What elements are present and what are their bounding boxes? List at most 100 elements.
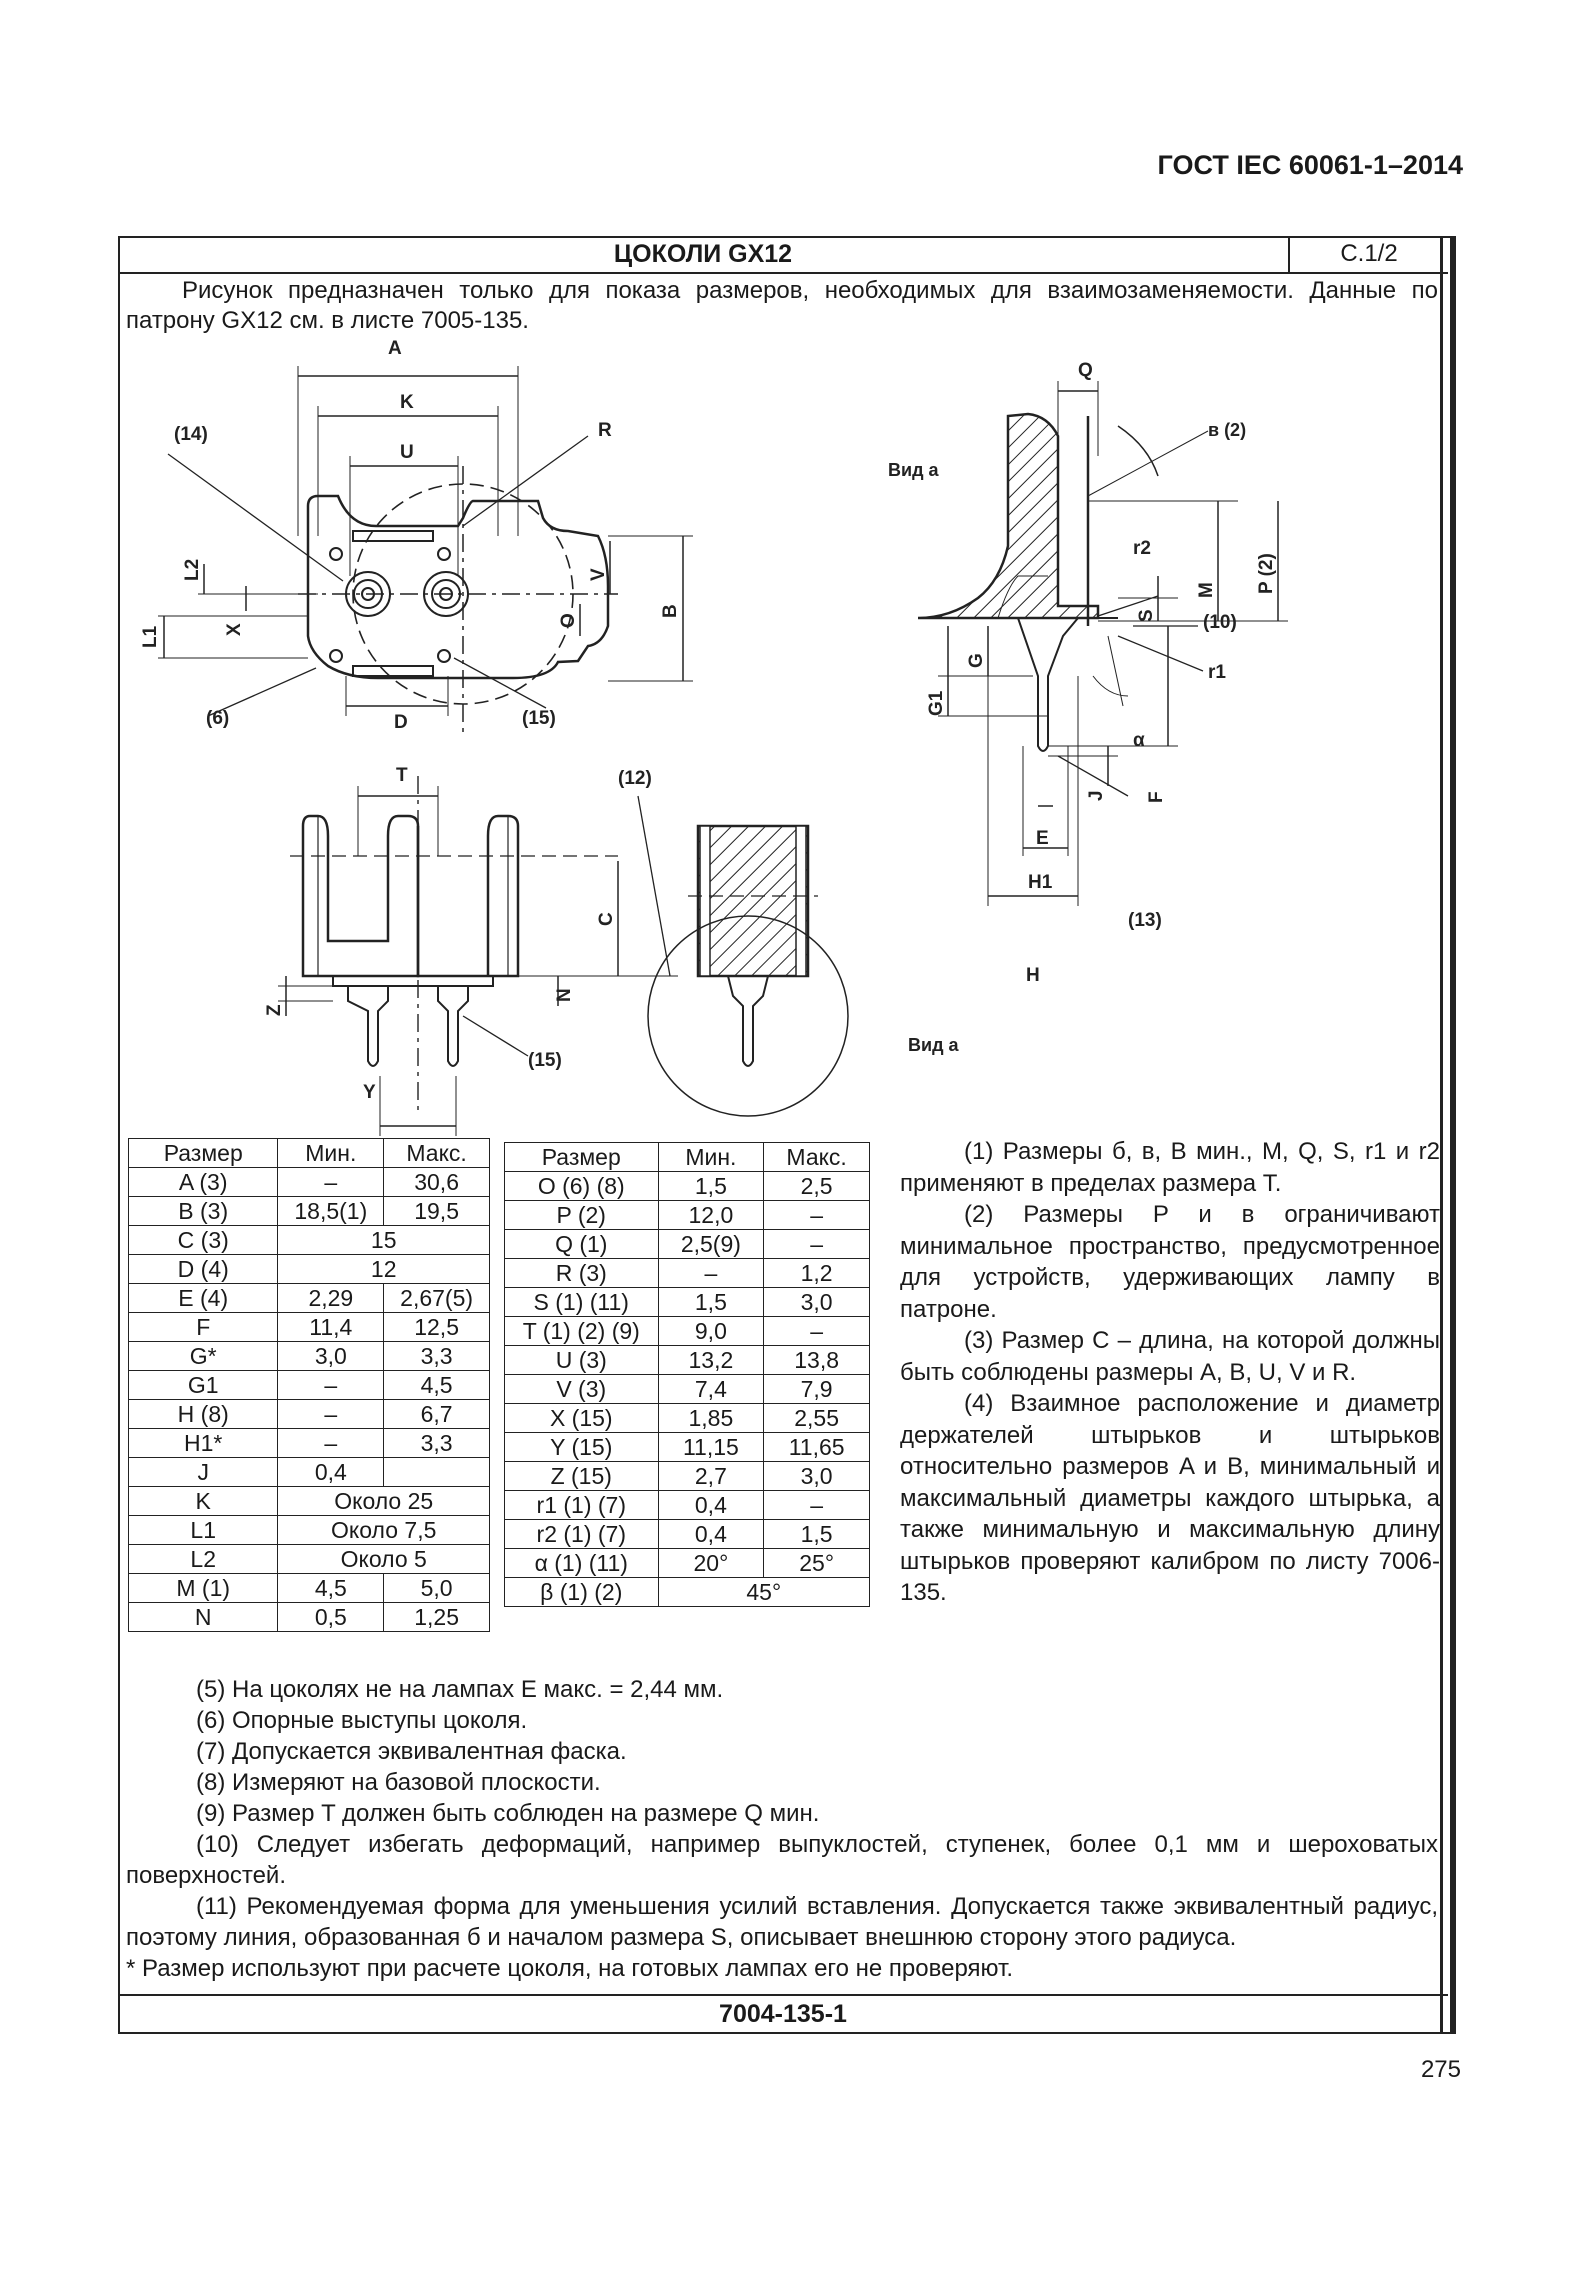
cell: r1 (1) (7) — [504, 1490, 659, 1520]
table-header-row: Размер Мин. Макс. — [127, 1138, 490, 1168]
cell: O (6) (8) — [504, 1171, 659, 1201]
dim-label: H — [1026, 965, 1040, 986]
cell: Y (15) — [504, 1432, 659, 1462]
dim-label: V — [588, 568, 609, 581]
col-header: Макс. — [763, 1142, 870, 1172]
cell: 0,4 — [277, 1457, 385, 1487]
cell: 3,0 — [763, 1461, 870, 1491]
cell: J — [127, 1457, 279, 1487]
technical-drawing: A K U R (14) L2 L1 X V O B (6) D (15) — [140, 338, 1288, 1136]
dim-label: C — [596, 912, 617, 926]
cell: 0,4 — [657, 1519, 765, 1549]
notes-right: (1) Размеры б, в, B мин., M, Q, S, r1 и … — [900, 1136, 1440, 1609]
cell: – — [763, 1316, 870, 1346]
cell: 4,5 — [277, 1573, 385, 1603]
sheet-title: ЦОКОЛИ GX12 — [613, 240, 793, 268]
cell: 2,55 — [763, 1403, 870, 1433]
note-paragraph: (2) Размеры P и в ограничивают минимальн… — [900, 1201, 1440, 1323]
cell: R (3) — [504, 1258, 659, 1288]
cell: 13,2 — [657, 1345, 765, 1375]
cell: E (4) — [127, 1283, 279, 1313]
cell: Около 25 — [277, 1486, 490, 1516]
standard-header: ГОСТ IEC 60061-1–2014 — [1157, 150, 1463, 180]
dimension-table-left: Размер Мин. Макс. A (3)–30,6 B (3)18,5(1… — [127, 1138, 490, 1632]
dim-label: S — [1136, 609, 1157, 622]
cell: r2 (1) (7) — [504, 1519, 659, 1549]
cell: 11,65 — [763, 1432, 870, 1462]
cell: 18,5(1) — [277, 1196, 385, 1226]
dim-label: N — [554, 988, 575, 1002]
dim-label: Z — [264, 1004, 285, 1016]
table-row: C (3)15 — [127, 1225, 490, 1255]
cell: 6,7 — [383, 1399, 490, 1429]
cell: 0,4 — [657, 1490, 765, 1520]
cell: 9,0 — [657, 1316, 765, 1346]
cell: L1 — [127, 1515, 279, 1545]
dim-label: (15) — [522, 708, 556, 729]
intro-paragraph: Рисунок предназначен только для показа р… — [126, 277, 1438, 334]
intro-text: Рисунок предназначен только для показа р… — [126, 276, 1438, 336]
table-header-row: Размер Мин. Макс. — [504, 1142, 870, 1172]
note-paragraph: (7) Допускается эквивалентная фаска. — [196, 1738, 627, 1765]
dim-label: U — [400, 442, 414, 463]
cell: – — [277, 1167, 385, 1197]
cell: U (3) — [504, 1345, 659, 1375]
cell: – — [277, 1399, 385, 1429]
section-detail: Вид а — [637, 795, 959, 1117]
cell: 5,0 — [383, 1573, 490, 1603]
cell: α (1) (11) — [504, 1548, 659, 1578]
dim-label: O — [558, 613, 579, 628]
dim-label: (13) — [1128, 910, 1162, 931]
cell: 7,9 — [763, 1374, 870, 1404]
cell: Около 5 — [277, 1544, 490, 1574]
cell: L2 — [127, 1544, 279, 1574]
note-paragraph: (8) Измеряют на базовой плоскости. — [196, 1769, 601, 1796]
side-view: T C Z N Y (15) (12) — [264, 765, 678, 1136]
cell: 1,5 — [657, 1171, 765, 1201]
cell: – — [763, 1200, 870, 1230]
cell: 2,7 — [657, 1461, 765, 1491]
cell: S (1) (11) — [504, 1287, 659, 1317]
note-paragraph: (10) Следует избегать деформаций, наприм… — [126, 1831, 1438, 1889]
cell: A (3) — [127, 1167, 279, 1197]
table-row: r1 (1) (7)0,4– — [504, 1490, 870, 1520]
cell: 30,6 — [383, 1167, 490, 1197]
cell: H (8) — [127, 1399, 279, 1429]
note-paragraph: (5) На цоколях не на лампах E макс. = 2,… — [196, 1676, 724, 1703]
table-row: B (3)18,5(1)19,5 — [127, 1196, 490, 1226]
cell: 1,2 — [763, 1258, 870, 1288]
dim-label: L1 — [140, 625, 161, 648]
cell: – — [277, 1370, 385, 1400]
cell: Z (15) — [504, 1461, 659, 1491]
cell: N — [127, 1602, 279, 1632]
cell: 12 — [277, 1254, 490, 1284]
cell: F — [127, 1312, 279, 1342]
table-row: A (3)–30,6 — [127, 1167, 490, 1197]
cell: 11,4 — [277, 1312, 385, 1342]
dim-label: K — [400, 392, 414, 413]
dim-label: r2 — [1133, 538, 1151, 559]
cell: 4,5 — [383, 1370, 490, 1400]
dim-label: T — [396, 765, 408, 786]
cell: – — [657, 1258, 765, 1288]
cell: 15 — [277, 1225, 490, 1255]
top-view: A K U R (14) L2 L1 X V O B (6) D (15) — [140, 338, 693, 736]
col-header: Макс. — [383, 1138, 490, 1168]
dim-label: r1 — [1208, 662, 1226, 683]
cell: – — [763, 1490, 870, 1520]
cell: 2,5(9) — [657, 1229, 765, 1259]
cell: β (1) (2) — [504, 1577, 659, 1607]
cell: 1,85 — [657, 1403, 765, 1433]
table-row: β (1) (2)45° — [504, 1577, 871, 1607]
